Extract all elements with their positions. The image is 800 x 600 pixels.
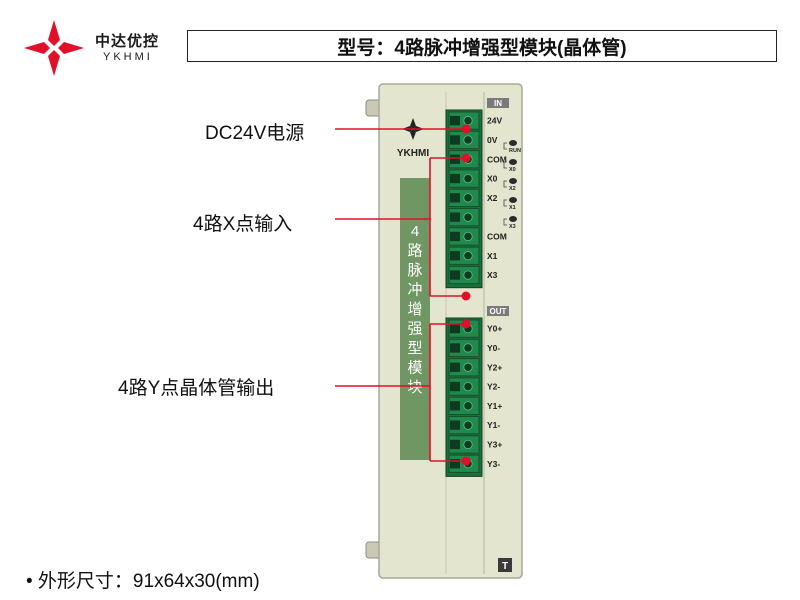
led-indicator xyxy=(509,216,517,222)
brand-name-en: YKHMI xyxy=(103,51,153,63)
out-header-label: OUT xyxy=(490,307,507,316)
input-terminal-slot xyxy=(450,154,460,164)
side-label-panel xyxy=(400,178,430,460)
input-terminal-label: COM xyxy=(487,154,507,164)
input-terminal-slot xyxy=(450,135,460,145)
callout-leader-line xyxy=(429,157,466,297)
led-indicator xyxy=(509,178,517,184)
input-terminal-label: COM xyxy=(487,231,507,241)
input-terminal-slot xyxy=(450,251,460,261)
led-bracket xyxy=(503,180,507,188)
out-header-box xyxy=(487,306,509,316)
led-label: X0 xyxy=(509,167,516,173)
side-label-char: 块 xyxy=(407,379,422,396)
output-terminal-slot xyxy=(450,362,460,372)
output-terminal-screw xyxy=(463,362,473,372)
output-terminal-label: Y1+ xyxy=(487,401,502,411)
input-terminal-slot xyxy=(450,173,460,184)
input-terminal-slot xyxy=(450,116,460,126)
callout-marker-dot xyxy=(461,291,471,301)
output-terminal-label: Y1- xyxy=(487,420,500,430)
input-terminal-screw xyxy=(463,193,473,203)
output-terminal-screw xyxy=(463,439,473,450)
led-bracket xyxy=(503,161,507,169)
input-terminal-screw xyxy=(463,135,473,145)
callout-marker-dot xyxy=(461,456,471,466)
input-terminal-screw xyxy=(463,116,473,126)
brand-name-cn: 中达优控 xyxy=(95,33,160,50)
input-terminal-slot xyxy=(450,270,460,280)
output-terminal-label: Y2+ xyxy=(487,362,502,372)
output-terminal-slot xyxy=(450,420,460,430)
side-label-char: 模 xyxy=(407,360,422,377)
callout-leader-line xyxy=(429,323,466,462)
led-indicator xyxy=(509,159,517,165)
output-terminal-label: Y0- xyxy=(487,343,500,353)
callout-inputs: 4路X点输入 xyxy=(193,214,293,235)
output-terminal-slot xyxy=(450,324,460,334)
input-terminal-label: 0V xyxy=(487,135,498,145)
output-terminal-slot xyxy=(450,381,460,392)
input-terminal-slot xyxy=(450,231,460,242)
led-bracket xyxy=(503,142,507,150)
side-label-char: 路 xyxy=(407,243,422,260)
output-terminal-slot xyxy=(450,439,460,450)
output-terminal-slot xyxy=(450,459,460,469)
callout-marker-dot xyxy=(461,319,471,329)
output-terminal-screw xyxy=(463,420,473,430)
led-indicator xyxy=(509,197,517,203)
output-terminal-slot xyxy=(450,343,460,353)
output-terminal-screw xyxy=(463,381,473,392)
led-indicator xyxy=(509,140,517,146)
led-label: X2 xyxy=(509,186,516,192)
callout-marker-dot xyxy=(461,153,471,163)
output-terminal-label: Y2- xyxy=(487,382,500,392)
output-terminal-label: Y3- xyxy=(487,459,500,469)
input-terminal-screw xyxy=(463,270,473,280)
side-label-char: 强 xyxy=(407,321,422,338)
input-terminal-label: X3 xyxy=(487,270,498,280)
bottom-tag xyxy=(498,558,512,572)
output-terminal-slot xyxy=(450,401,460,411)
led-bracket xyxy=(503,199,507,207)
callout-power: DC24V电源 xyxy=(205,123,305,144)
output-terminal-screw xyxy=(463,343,473,353)
led-bracket xyxy=(503,218,507,226)
page-title: 型号：4路脉冲增强型模块(晶体管) xyxy=(187,30,777,62)
input-terminal-label: X1 xyxy=(487,251,498,261)
led-label: X1 xyxy=(509,205,516,211)
input-terminal-screw xyxy=(463,231,473,242)
in-header-box xyxy=(487,98,509,108)
input-terminal-label: 24V xyxy=(487,116,502,126)
callout-marker-dot xyxy=(461,124,471,134)
led-label: RUN xyxy=(509,148,521,154)
input-terminal-slot xyxy=(450,193,460,203)
side-label-char: 型 xyxy=(407,340,422,357)
side-label-char: 脉 xyxy=(407,262,422,279)
side-label-char: 4 xyxy=(411,223,419,240)
input-terminal-screw xyxy=(463,212,473,222)
module-logo-text: YKHMI xyxy=(397,148,429,159)
output-terminal-screw xyxy=(463,401,473,411)
input-terminal-label: X2 xyxy=(487,193,498,203)
brand-logo-icon xyxy=(24,20,84,76)
input-terminal-slot xyxy=(450,212,460,222)
output-terminal-label: Y3+ xyxy=(487,439,502,449)
output-terminal-label: Y0+ xyxy=(487,324,502,334)
side-label-char: 增 xyxy=(407,301,422,318)
input-terminal-screw xyxy=(463,251,473,261)
side-label-char: 冲 xyxy=(407,282,422,299)
led-label: X3 xyxy=(509,224,516,230)
in-header-label: IN xyxy=(494,99,502,108)
callout-outputs: 4路Y点晶体管输出 xyxy=(118,378,275,399)
bottom-tag-label: T xyxy=(502,561,508,572)
input-terminal-label: X0 xyxy=(487,174,498,184)
dimensions-note: • 外形尺寸：91x64x30(mm) xyxy=(26,571,260,592)
input-terminal-screw xyxy=(463,173,473,184)
